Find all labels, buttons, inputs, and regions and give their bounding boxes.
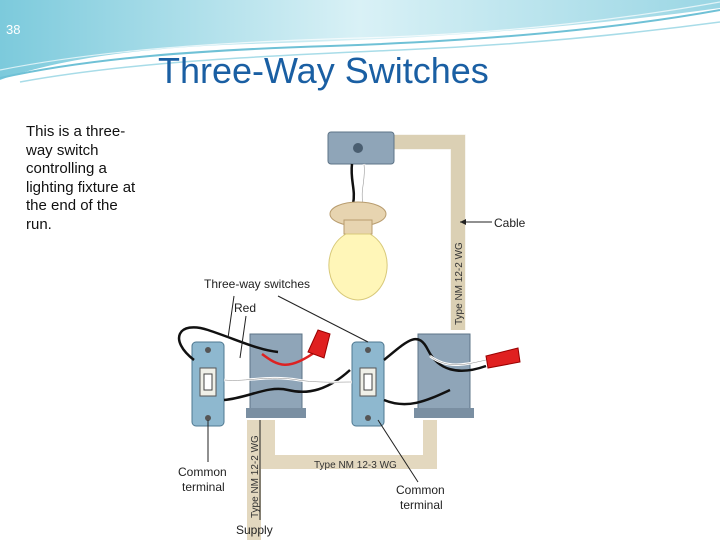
red-wire-label: Red bbox=[234, 301, 256, 315]
slide-number: 38 bbox=[6, 22, 21, 37]
left-three-way-switch bbox=[191, 341, 225, 427]
common-terminal-left-line1: Common bbox=[178, 465, 227, 479]
left-switch-box bbox=[249, 333, 303, 417]
right-three-way-switch bbox=[351, 341, 385, 427]
common-terminal-left-line2: terminal bbox=[182, 480, 225, 494]
common-terminal-right-line2: terminal bbox=[400, 498, 443, 512]
slide-body-text: This is a three-way switch controlling a… bbox=[26, 123, 136, 233]
supply-label: Supply bbox=[236, 523, 273, 537]
three-way-switches-label: Three-way switches bbox=[204, 277, 310, 291]
common-terminal-right-line1: Common bbox=[396, 483, 445, 497]
left-wire-nut bbox=[307, 329, 331, 359]
cable-middle bbox=[261, 420, 437, 469]
cable-middle-type-label: Type NM 12-3 WG bbox=[314, 460, 397, 471]
three-way-wiring-diagram: Cable Three-way switches Red Common term… bbox=[168, 120, 536, 540]
cable-top-type-label: Type NM 12-2 WG bbox=[454, 242, 465, 325]
cable-top bbox=[393, 135, 465, 330]
header-wave-decoration bbox=[0, 0, 720, 83]
light-bulb bbox=[328, 233, 388, 301]
cable-supply-type-label: Type NM 12-2 WG bbox=[250, 435, 261, 518]
right-wire-nut bbox=[485, 347, 521, 369]
cable-label: Cable bbox=[494, 216, 526, 230]
slide-title: Three-Way Switches bbox=[158, 50, 489, 91]
